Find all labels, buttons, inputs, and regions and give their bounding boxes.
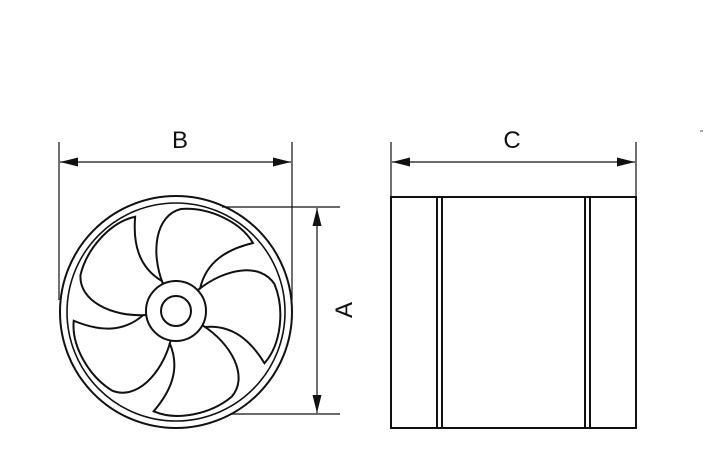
fan-hub	[145, 280, 207, 342]
fan-inner-ring	[66, 202, 286, 422]
fan-blade	[197, 269, 282, 365]
fan-blades	[72, 207, 282, 417]
fan-blade	[72, 313, 172, 394]
dimension-a	[222, 206, 340, 415]
fan-outer-ring	[59, 195, 293, 429]
fan-blade	[155, 207, 255, 290]
dimension-label-c: C	[503, 127, 520, 154]
front-view	[59, 195, 293, 429]
fan-hub-hole	[160, 295, 192, 327]
fan-housing	[390, 196, 637, 429]
fan-blade	[152, 324, 240, 417]
side-view	[390, 196, 637, 429]
dimension-label-a: A	[331, 302, 358, 318]
fan-blade	[79, 215, 163, 317]
dimension-c	[390, 142, 637, 197]
dimension-label-b: B	[172, 127, 188, 154]
dimension-b	[58, 142, 293, 300]
